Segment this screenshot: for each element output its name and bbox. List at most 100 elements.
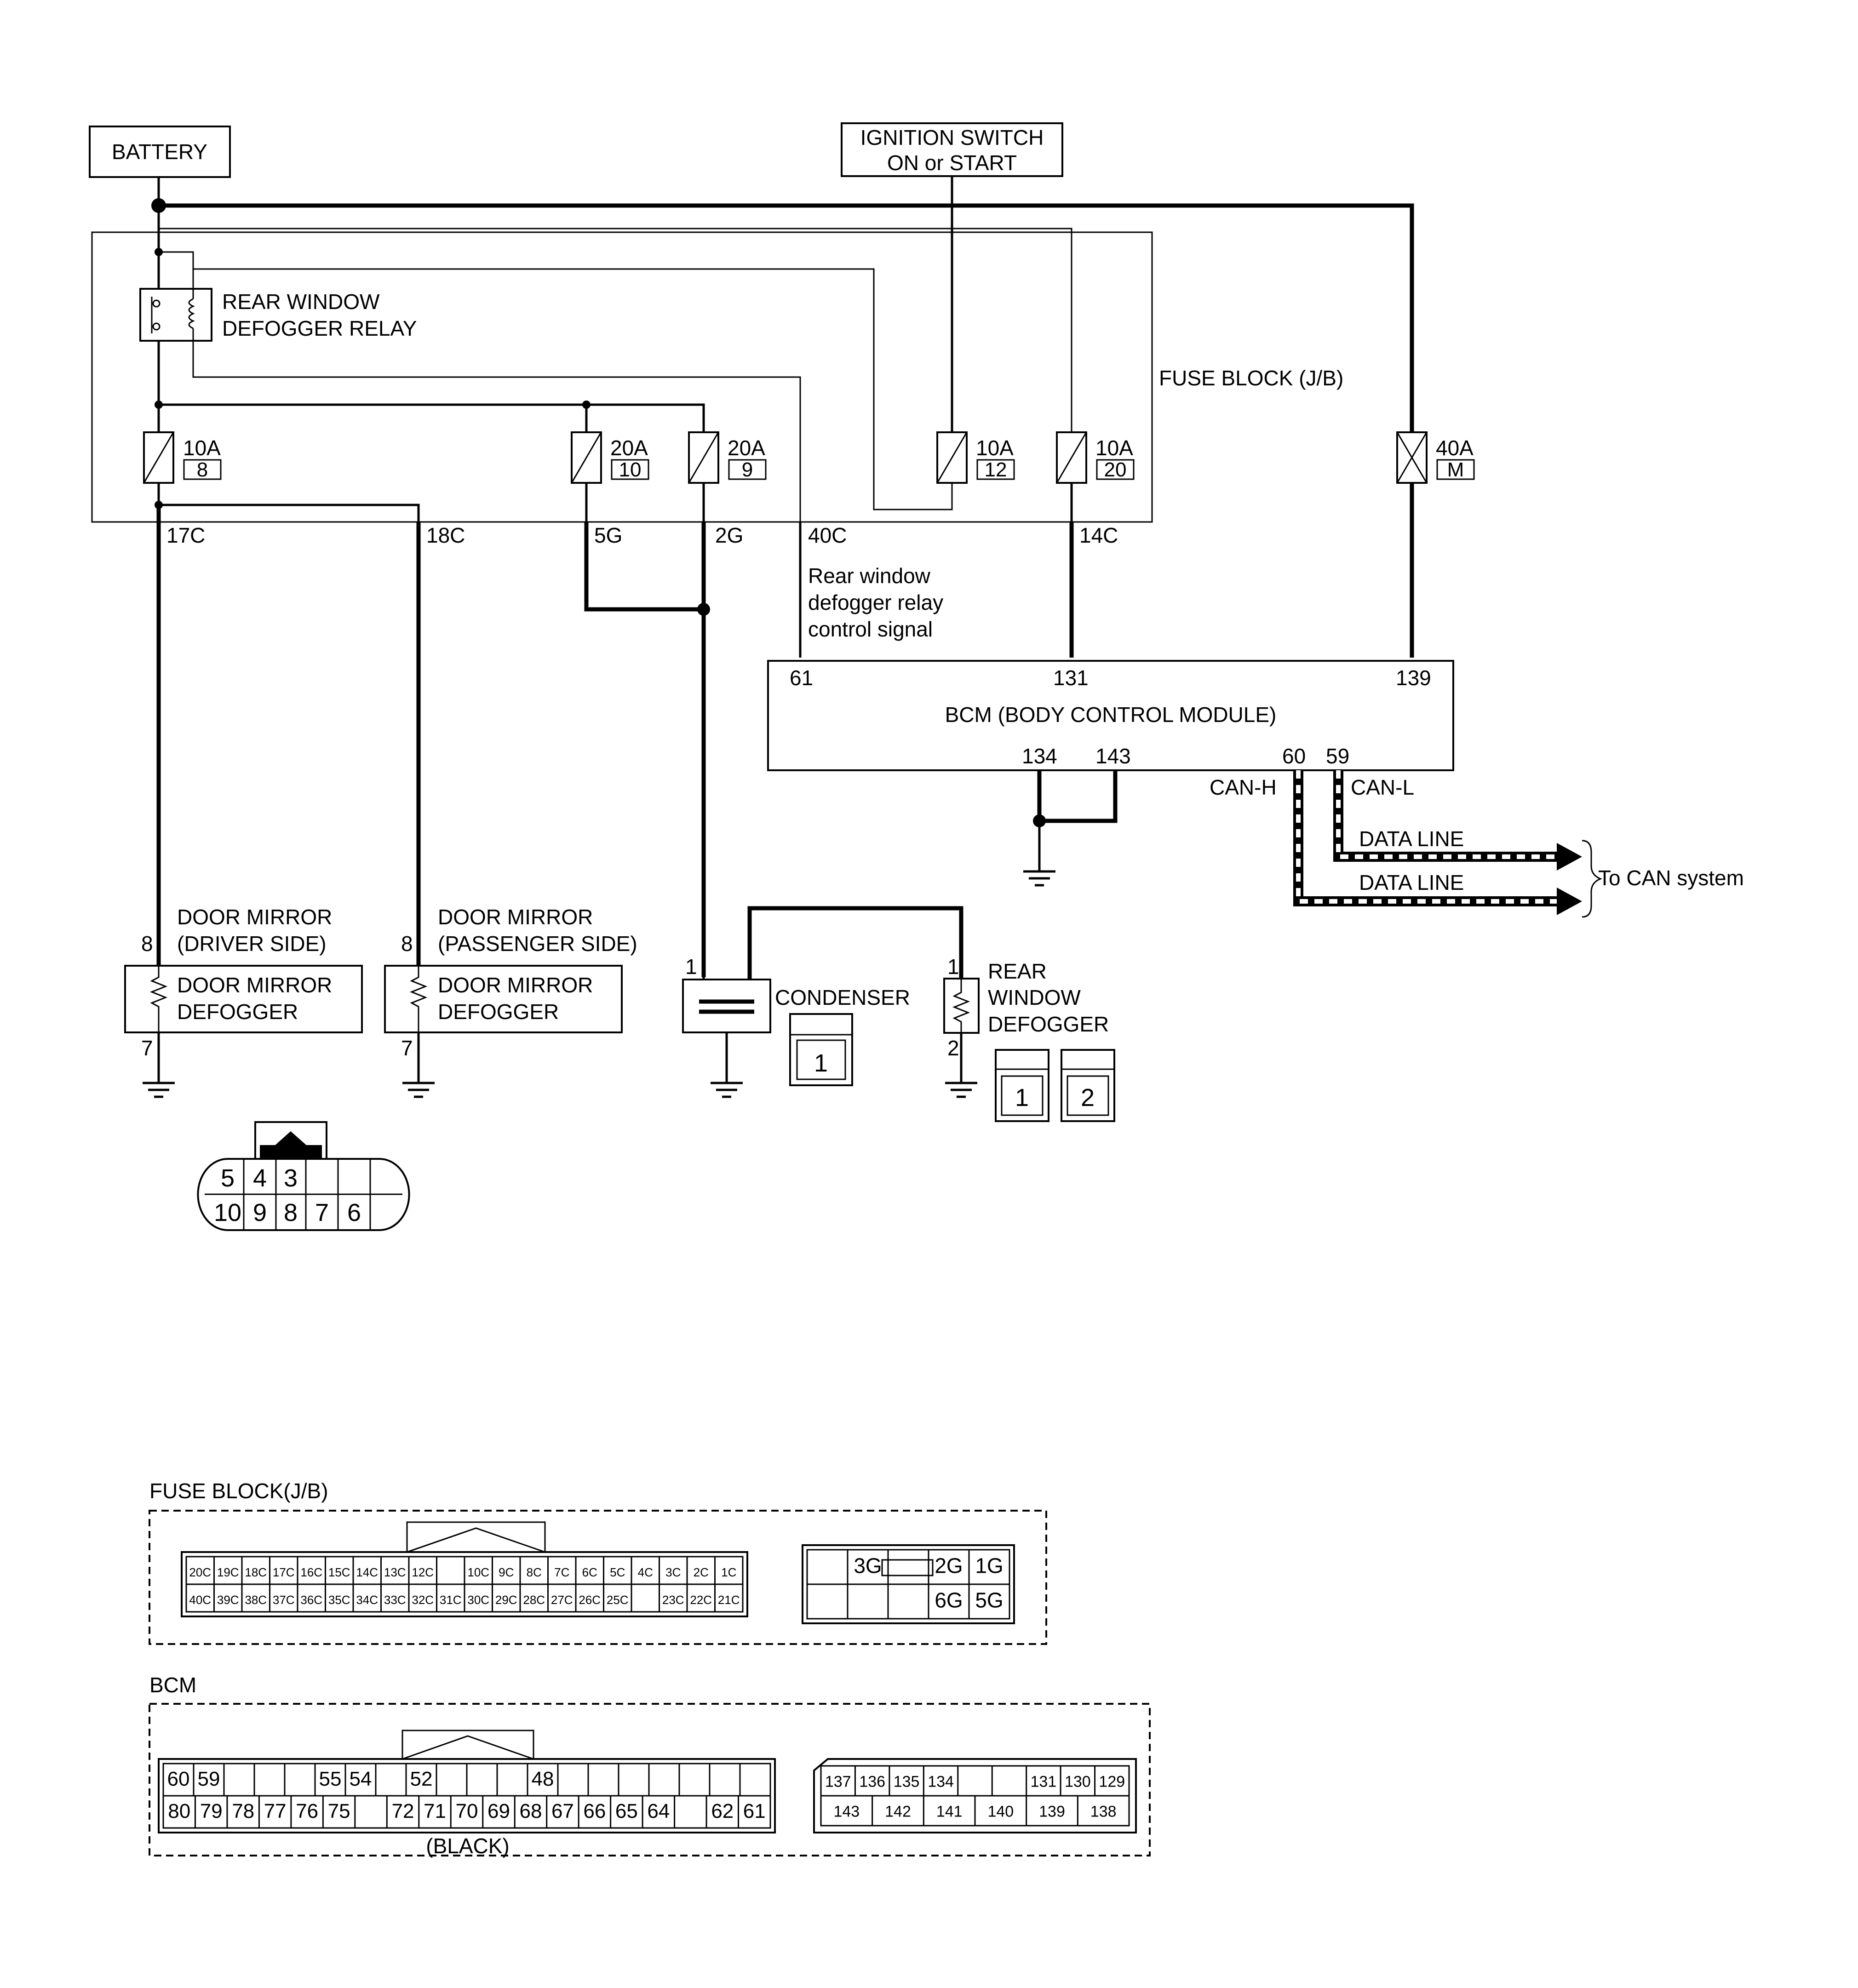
dm-pass-pin-8: 8 bbox=[401, 932, 413, 956]
fb-main-cell: 39C bbox=[217, 1593, 239, 1607]
bcm-pin-59: 59 bbox=[1326, 744, 1349, 768]
signal-label-2: defogger relay bbox=[808, 590, 943, 614]
can-h-label: CAN-H bbox=[1210, 775, 1277, 799]
fb-main-cell: 23C bbox=[662, 1593, 684, 1607]
condenser: 1 CONDENSER 1 bbox=[682, 906, 963, 1098]
term-14c: 14C bbox=[1079, 523, 1118, 547]
bcm-main-cell: 60 bbox=[167, 1768, 190, 1790]
data-line-2: DATA LINE bbox=[1359, 871, 1464, 894]
fb-main-cell: 15C bbox=[328, 1565, 350, 1579]
bcm-small-cell: 138 bbox=[1090, 1803, 1117, 1821]
fb-main-cell: 5C bbox=[610, 1565, 625, 1579]
relay-label-1: REAR WINDOW bbox=[222, 290, 380, 314]
bcm-main-cell: 69 bbox=[487, 1800, 510, 1822]
fb-main-cell: 4C bbox=[638, 1565, 653, 1579]
rwd-label-2: WINDOW bbox=[988, 985, 1081, 1009]
mc-bot-8: 8 bbox=[284, 1199, 298, 1226]
bcm-main-cell: 68 bbox=[519, 1800, 542, 1822]
bcm-main-cell: 54 bbox=[350, 1768, 372, 1790]
dm-pass-label-1: DOOR MIRROR bbox=[438, 905, 593, 929]
fb-main-cell: 13C bbox=[384, 1565, 406, 1579]
signal-label-1: Rear window bbox=[808, 564, 931, 588]
relay-label-2: DEFOGGER RELAY bbox=[222, 316, 417, 340]
term-40c: 40C bbox=[808, 523, 847, 547]
bcm-small-cell: 134 bbox=[928, 1773, 954, 1791]
dm-driver-pin-7: 7 bbox=[141, 1036, 153, 1060]
fuse-10-amp: 20A bbox=[610, 436, 648, 460]
bcm-box: 61 131 139 BCM (BODY CONTROL MODULE) 134… bbox=[767, 660, 1454, 771]
bcm-small-cell: 137 bbox=[825, 1773, 851, 1791]
bcm-black-label: (BLACK) bbox=[426, 1834, 509, 1858]
fb-main-cell: 21C bbox=[718, 1593, 740, 1607]
bcm-small-cell: 139 bbox=[1039, 1803, 1065, 1821]
bcm-small-cell: 130 bbox=[1065, 1773, 1091, 1791]
fuse-block-conn-label: FUSE BLOCK(J/B) bbox=[149, 1479, 328, 1503]
fb-main-cell: 26C bbox=[579, 1593, 601, 1607]
fb-main-cell: 2C bbox=[694, 1565, 709, 1579]
rwd-conn-2: 2 bbox=[1081, 1084, 1095, 1111]
fb-main-cell: 10C bbox=[467, 1565, 489, 1579]
mc-top-5: 5 bbox=[221, 1164, 235, 1192]
mc-bot-9: 9 bbox=[253, 1199, 267, 1226]
fuse-m: 40A M bbox=[1396, 431, 1475, 484]
fuse-8-amp: 10A bbox=[183, 436, 221, 460]
bcm-main-cell: 80 bbox=[168, 1800, 190, 1822]
bcm-main-cell: 78 bbox=[232, 1800, 254, 1822]
condenser-conn-1: 1 bbox=[814, 1049, 828, 1077]
to-can-label: To CAN system bbox=[1598, 866, 1744, 890]
fb-small-cell: 2G bbox=[935, 1554, 963, 1578]
bcm-small-cell: 135 bbox=[894, 1773, 920, 1791]
bcm-main-cell: 65 bbox=[615, 1800, 638, 1822]
fuse-20-amp: 10A bbox=[1095, 436, 1133, 460]
bcm-small-cell: 143 bbox=[833, 1803, 860, 1821]
bcm-label: BCM (BODY CONTROL MODULE) bbox=[945, 703, 1277, 727]
fb-main-cell: 9C bbox=[499, 1565, 514, 1579]
bcm-small-cell: 140 bbox=[987, 1803, 1014, 1821]
fuse-9: 20A 9 bbox=[688, 431, 767, 484]
fb-main-cell: 30C bbox=[467, 1593, 489, 1607]
bcm-pin-134: 134 bbox=[1022, 744, 1057, 768]
dm-pass-label-2: (PASSENGER SIDE) bbox=[438, 932, 637, 956]
fb-main-cell: 19C bbox=[217, 1565, 239, 1579]
fb-main-cell: 38C bbox=[245, 1593, 267, 1607]
term-5g: 5G bbox=[594, 523, 622, 547]
defogger-relay: REAR WINDOW DEFOGGER RELAY bbox=[139, 248, 953, 589]
fuse-8: 10A 8 bbox=[143, 431, 222, 484]
fuse-12: 10A 12 bbox=[936, 431, 1015, 484]
fb-main-cell: 18C bbox=[245, 1565, 267, 1579]
mc-top-4: 4 bbox=[253, 1164, 267, 1192]
ignition-switch-box: IGNITION SWITCH ON or START bbox=[841, 122, 1063, 177]
door-mirror-connector: 5 4 3 10 9 8 7 6 bbox=[197, 1121, 410, 1231]
fb-main-cell: 12C bbox=[412, 1565, 434, 1579]
bcm-main-cell: 67 bbox=[551, 1800, 574, 1822]
ignition-label-1: IGNITION SWITCH bbox=[860, 126, 1044, 149]
fuse-m-num: M bbox=[1447, 458, 1464, 481]
dm-driver-label-1: DOOR MIRROR bbox=[177, 905, 332, 929]
fb-main-cell: 17C bbox=[273, 1565, 295, 1579]
lower-wires bbox=[155, 483, 1414, 977]
fuse-bus bbox=[155, 341, 705, 432]
dm-driver-defog-2: DEFOGGER bbox=[177, 1000, 298, 1024]
fb-small-cell: 6G bbox=[935, 1588, 963, 1612]
bcm-pin-60: 60 bbox=[1282, 744, 1306, 768]
rwd-label-1: REAR bbox=[988, 959, 1047, 983]
bcm-main-cell: 52 bbox=[410, 1768, 433, 1790]
signal-label-3: control signal bbox=[808, 617, 933, 641]
rwd-conn-1: 1 bbox=[1015, 1084, 1029, 1111]
dm-driver-pin-8: 8 bbox=[141, 932, 153, 956]
dm-driver-label-2: (DRIVER SIDE) bbox=[177, 932, 327, 956]
can-lines: CAN-H CAN-L DATA LINE DATA LINE To CAN s… bbox=[1210, 770, 1744, 918]
bcm-pin-131: 131 bbox=[1053, 666, 1089, 690]
mc-bot-7: 7 bbox=[315, 1199, 329, 1226]
bcm-small-cell: 136 bbox=[859, 1773, 885, 1791]
battery-box: BATTERY bbox=[89, 126, 231, 178]
dm-driver-defog-1: DOOR MIRROR bbox=[177, 973, 332, 997]
fb-main-cell: 3C bbox=[665, 1565, 681, 1579]
fuse-block-outline bbox=[91, 231, 1153, 523]
